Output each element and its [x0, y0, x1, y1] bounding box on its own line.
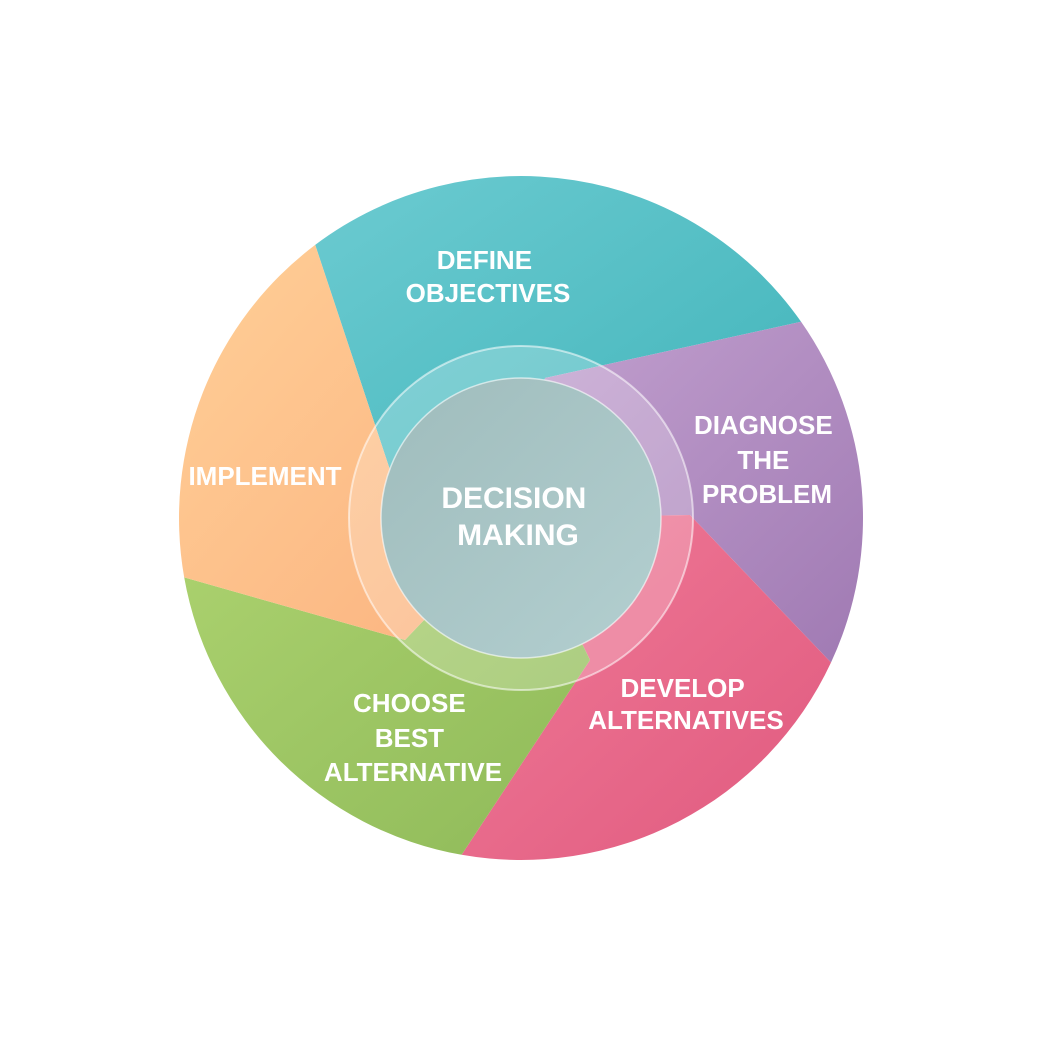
- segment-develop-alternatives: [461, 515, 831, 861]
- label-develop-alternatives: DEVELOP ALTERNATIVES: [588, 673, 783, 735]
- center-hub: [380, 377, 662, 659]
- center-label: DECISION MAKING: [441, 482, 594, 552]
- label-diagnose-the-problem: DIAGNOSE THE PROBLEM: [694, 410, 840, 509]
- label-choose-best-alternative: CHOOSE BEST ALTERNATIVE: [324, 688, 502, 787]
- label-define-objectives: DEFINE OBJECTIVES: [406, 245, 571, 308]
- label-implement: IMPLEMENT: [188, 461, 341, 491]
